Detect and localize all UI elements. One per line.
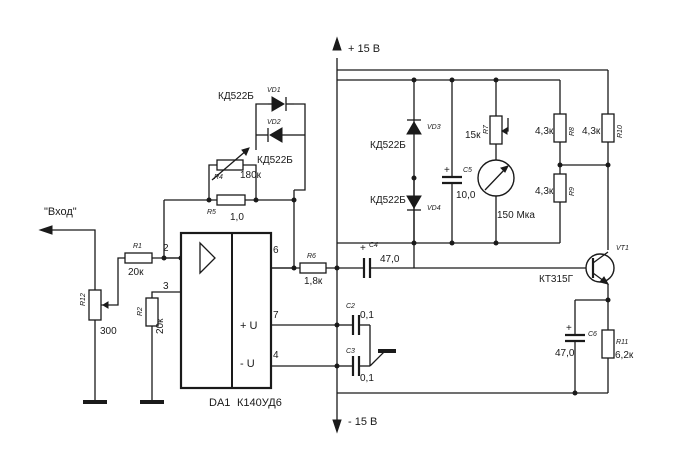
- resistor-r11: R11 6,2к: [601, 300, 634, 393]
- pin6-label: 6: [273, 245, 279, 256]
- r2-ref: R2: [137, 307, 144, 316]
- c2-ref: C2: [346, 303, 355, 310]
- vd2-value: КД522Б: [257, 155, 293, 166]
- r12-ref: R12: [80, 293, 87, 306]
- resistor-r10: R10 4,3к: [582, 113, 624, 143]
- c6-value: 47,0: [555, 348, 575, 359]
- opamp-model: К140УД6: [237, 397, 282, 409]
- c5-value: 10,0: [456, 190, 476, 201]
- opamp-ref: DA1: [209, 397, 230, 409]
- microammeter: 150 Мка: [477, 159, 535, 221]
- r10-ref: R10: [617, 125, 624, 138]
- capacitor-c4: + C4 47,0: [360, 242, 590, 278]
- vd4-ref: VD4: [427, 205, 441, 212]
- r11-ref: R11: [616, 339, 628, 346]
- r10-value: 4,3к: [582, 126, 601, 137]
- capacitor-c3: C3 0,1: [337, 348, 374, 384]
- vt1-value: КТ315Г: [539, 274, 574, 285]
- c4-value: 47,0: [380, 254, 400, 265]
- input-label: "Вход": [44, 206, 77, 218]
- potentiometer-r12: R12 300: [80, 257, 125, 400]
- c5-plus: +: [444, 165, 450, 176]
- r12-value: 300: [100, 326, 117, 337]
- pin7-label: 7: [273, 310, 279, 321]
- resistor-r1: R1 20к: [124, 243, 181, 278]
- r8-ref: R8: [569, 127, 576, 136]
- vd2-ref: VD2: [267, 119, 281, 126]
- negative-rail-label: - 15 В: [348, 416, 377, 428]
- r9-ref: R9: [569, 187, 576, 196]
- r5-value: 1,0: [230, 212, 244, 223]
- positive-rail-label: + 15 В: [348, 43, 380, 55]
- c3-ref: C3: [346, 348, 355, 355]
- pin4-label: 4: [273, 350, 279, 361]
- c6-plus: +: [566, 323, 572, 334]
- resistor-r9: R9 4,3к: [535, 173, 576, 203]
- capacitor-c2: C2 0,1: [337, 303, 374, 335]
- r2-value: 20к: [155, 318, 166, 334]
- diode-vd1: VD1 КД522Б: [218, 87, 294, 112]
- c5-ref: C5: [463, 167, 472, 174]
- r11-value: 6,2к: [615, 350, 634, 361]
- r6-ref: R6: [307, 253, 316, 260]
- r1-value: 20к: [128, 267, 144, 278]
- c4-plus: +: [360, 243, 366, 254]
- variable-resistor-r4: R4 180к: [208, 147, 262, 200]
- resistor-r8: R8 4,3к: [535, 113, 576, 143]
- r7-ref: R7: [483, 124, 490, 134]
- resistor-r2: R2 20к: [137, 291, 181, 400]
- c3-value: 0,1: [360, 373, 374, 384]
- c2-value: 0,1: [360, 310, 374, 321]
- c4-ref: C4: [369, 242, 378, 249]
- resistor-r6: R6 1,8к: [299, 253, 363, 287]
- vd1-ref: VD1: [267, 87, 281, 94]
- vt1-ref: VT1: [616, 245, 629, 252]
- vd4-value: КД522Б: [370, 195, 406, 206]
- r1-ref: R1: [133, 243, 142, 250]
- capacitor-c5: + C5 10,0: [442, 80, 476, 243]
- r9-value: 4,3к: [535, 186, 554, 197]
- opamp-plus-u: + U: [240, 320, 257, 332]
- r4-ref: R4: [214, 174, 223, 181]
- pin2-label: 2: [163, 243, 169, 254]
- positive-rail: + 15 В: [332, 36, 608, 422]
- c6-ref: C6: [588, 331, 597, 338]
- pin3-label: 3: [163, 281, 169, 292]
- opamp-da1: + U - U DA1 К140УД6: [179, 231, 282, 409]
- opamp-minus-u: - U: [240, 358, 255, 370]
- input-terminal: "Вход": [38, 206, 96, 290]
- vd3-value: КД522Б: [370, 140, 406, 151]
- transistor-vt1: VT1 КТ315Г: [539, 245, 629, 285]
- r5-ref: R5: [207, 209, 216, 216]
- r6-value: 1,8к: [304, 276, 323, 287]
- resistor-r5: R5 1,0: [207, 194, 246, 223]
- r8-value: 4,3к: [535, 126, 554, 137]
- diode-vd3: VD3 КД522Б: [370, 119, 441, 151]
- r7-value: 15к: [465, 130, 481, 141]
- diode-vd4: VD4 КД522Б: [370, 195, 441, 212]
- vd1-value: КД522Б: [218, 91, 254, 102]
- r4-value: 180к: [240, 170, 262, 181]
- variable-resistor-r7: R7 15к: [465, 115, 509, 145]
- negative-rail: - 15 В: [332, 416, 377, 434]
- diode-vd2: VD2 КД522Б: [257, 119, 294, 166]
- capacitor-c6: + C6 47,0: [555, 300, 597, 393]
- meter-value: 150 Мка: [497, 210, 535, 221]
- vd3-ref: VD3: [427, 124, 441, 131]
